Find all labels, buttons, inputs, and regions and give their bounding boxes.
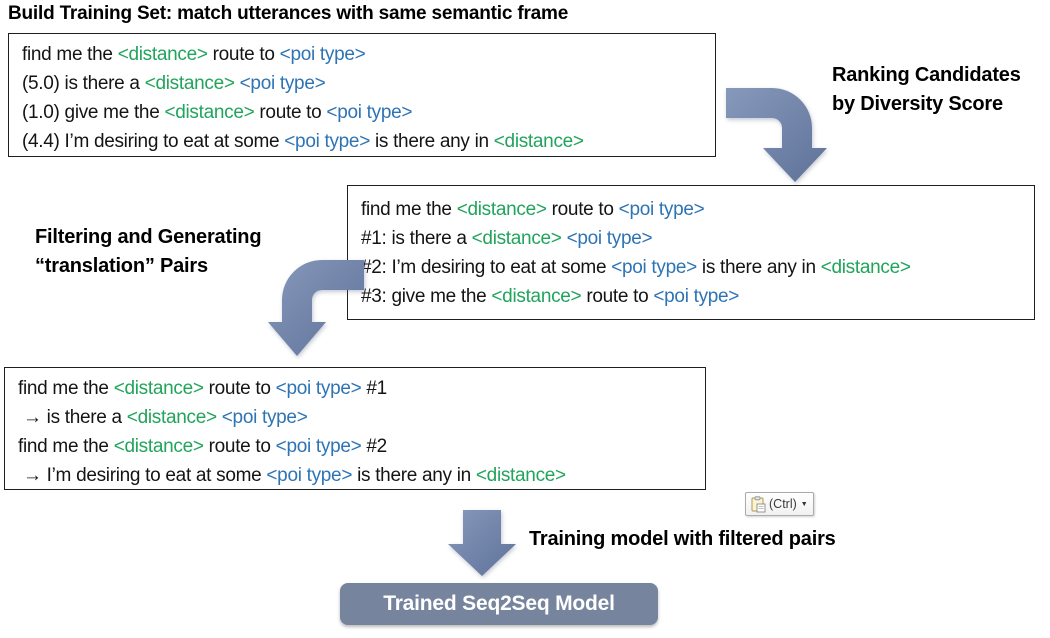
- slot-token-poi-type: <poi type>: [618, 199, 705, 220]
- utterance-line: → I’m desiring to eat at some <poi type>…: [18, 461, 705, 490]
- down-arrow-icon: [448, 510, 516, 576]
- utterance-text: route to: [203, 378, 276, 399]
- slot-token-distance: <distance>: [113, 436, 204, 457]
- utterance-text: (4.4) I’m desiring to eat at some: [22, 131, 285, 152]
- utterance-box-ranked: find me the <distance> route to <poi typ…: [347, 185, 1035, 320]
- utterance-text: #1: [361, 378, 387, 399]
- utterance-text: is there any in: [370, 131, 494, 152]
- utterance-line: find me the <distance> route to <poi typ…: [361, 195, 1034, 224]
- utterance-line: → is there a <distance> <poi type>: [18, 403, 705, 432]
- slot-token-distance: <distance>: [820, 257, 911, 278]
- utterance-line: (1.0) give me the <distance> route to <p…: [22, 98, 715, 127]
- utterance-text: route to: [546, 199, 619, 220]
- slot-token-distance: <distance>: [117, 44, 208, 65]
- utterance-line: find me the <distance> route to <poi typ…: [18, 432, 705, 461]
- slot-token-distance: <distance>: [113, 378, 204, 399]
- paste-options-button[interactable]: (Ctrl) ▼: [745, 492, 814, 516]
- slot-token-poi-type: <poi type>: [326, 102, 413, 123]
- slot-token-distance: <distance>: [144, 73, 235, 94]
- slot-token-poi-type: <poi type>: [653, 286, 740, 307]
- paste-button-label: (Ctrl): [769, 497, 797, 511]
- utterance-text: find me the: [22, 44, 118, 65]
- slot-token-poi-type: <poi type>: [239, 73, 326, 94]
- filtering-label-line1: Filtering and Generating: [35, 226, 262, 248]
- elbow-arrow-down-right-icon: [726, 88, 827, 182]
- utterance-text: #3: give me the: [361, 286, 492, 307]
- elbow-arrow-down-left-icon: [268, 260, 364, 356]
- dropdown-caret-icon: ▼: [800, 500, 808, 508]
- utterance-line: find me the <distance> route to <poi typ…: [18, 374, 705, 403]
- utterance-text: (1.0) give me the: [22, 102, 165, 123]
- trained-model-label: Trained Seq2Seq Model: [383, 592, 615, 615]
- utterance-text: → I’m desiring to eat at some: [18, 465, 267, 486]
- utterance-line: (4.4) I’m desiring to eat at some <poi t…: [22, 127, 715, 156]
- slot-token-distance: <distance>: [164, 102, 255, 123]
- slot-token-distance: <distance>: [456, 199, 547, 220]
- filtering-label-line2: “translation” Pairs: [35, 255, 208, 277]
- ranking-label-line2: by Diversity Score: [832, 93, 1003, 115]
- utterance-text: #2: I’m desiring to eat at some: [361, 257, 612, 278]
- slot-token-poi-type: <poi type>: [611, 257, 697, 278]
- slot-token-poi-type: <poi type>: [279, 44, 366, 65]
- slot-token-poi-type: <poi type>: [566, 228, 653, 249]
- utterance-line: #3: give me the <distance> route to <poi…: [361, 282, 1034, 311]
- utterance-text: route to: [254, 102, 327, 123]
- slot-token-distance: <distance>: [126, 407, 217, 428]
- utterance-text: is there any in: [696, 257, 821, 278]
- slot-token-distance: <distance>: [493, 131, 584, 152]
- utterance-text: route to: [581, 286, 654, 307]
- paste-clipboard-icon: [751, 495, 766, 512]
- slot-token-poi-type: <poi type>: [275, 378, 362, 399]
- utterance-box-pairs: find me the <distance> route to <poi typ…: [4, 367, 706, 490]
- utterance-text: #2: [361, 436, 387, 457]
- filtering-label: Filtering and Generating “translation” P…: [35, 223, 262, 281]
- ranking-label: Ranking Candidates by Diversity Score: [832, 61, 1021, 119]
- slot-token-distance: <distance>: [471, 228, 562, 249]
- slot-token-poi-type: <poi type>: [221, 407, 308, 428]
- utterance-text: route to: [203, 436, 276, 457]
- slot-token-distance: <distance>: [475, 465, 566, 486]
- utterance-box-candidates: find me the <distance> route to <poi typ…: [8, 33, 716, 157]
- utterance-text: is there any in: [352, 465, 476, 486]
- utterance-text: find me the: [18, 436, 114, 457]
- utterance-text: find me the: [361, 199, 457, 220]
- utterance-text: find me the: [18, 378, 114, 399]
- trained-model-node: Trained Seq2Seq Model: [340, 583, 658, 625]
- page-title: Build Training Set: match utterances wit…: [8, 3, 569, 24]
- utterance-text: (5.0) is there a: [22, 73, 145, 94]
- training-label: Training model with filtered pairs: [529, 528, 836, 550]
- utterance-text: #1: is there a: [361, 228, 472, 249]
- ranking-label-line1: Ranking Candidates: [832, 64, 1021, 86]
- utterance-line: #2: I’m desiring to eat at some <poi typ…: [361, 253, 1034, 282]
- slot-token-poi-type: <poi type>: [284, 131, 370, 152]
- slot-token-poi-type: <poi type>: [266, 465, 353, 486]
- slot-token-distance: <distance>: [491, 286, 582, 307]
- slot-token-poi-type: <poi type>: [275, 436, 362, 457]
- utterance-line: #1: is there a <distance> <poi type>: [361, 224, 1034, 253]
- utterance-line: find me the <distance> route to <poi typ…: [22, 40, 715, 69]
- utterance-text: route to: [207, 44, 280, 65]
- utterance-line: (5.0) is there a <distance> <poi type>: [22, 69, 715, 98]
- utterance-text: → is there a: [18, 407, 127, 428]
